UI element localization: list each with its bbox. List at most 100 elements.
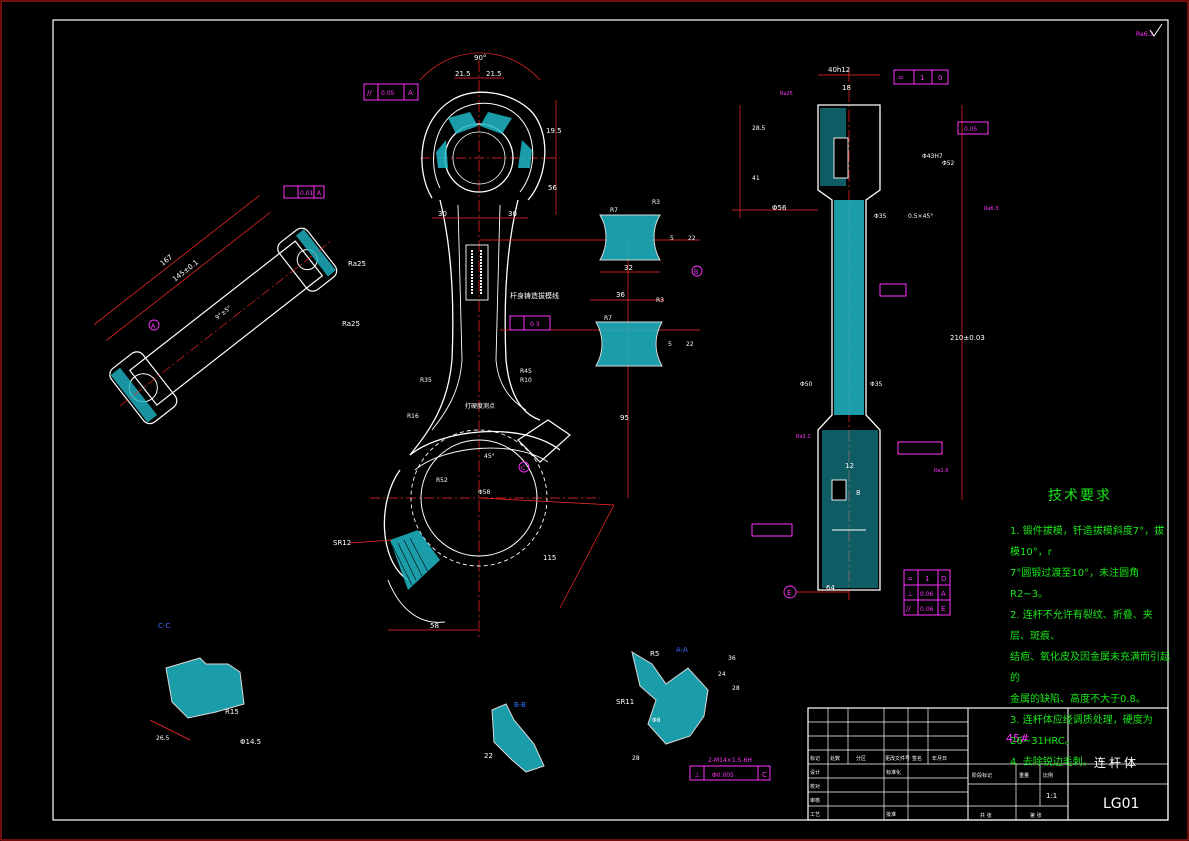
title-part-name: 连杆体 [1094,755,1139,770]
svg-text:22: 22 [688,235,696,242]
svg-text://: // [367,89,372,97]
svg-text:Ra1.6: Ra1.6 [934,468,948,474]
svg-text:A: A [408,89,413,97]
svg-text:0.01: 0.01 [300,190,314,197]
svg-text:18: 18 [842,84,851,92]
svg-text:B: B [694,269,698,276]
svg-text:32: 32 [624,264,633,272]
svg-text:45°: 45° [484,453,495,460]
svg-text:1: 1 [920,74,924,82]
svg-text:210±0.03: 210±0.03 [950,334,985,342]
big-end-outline [383,469,409,581]
technical-requirements: 技术要求 1. 锻件拔模，钎造拔模斜度7°，拔模10°，r 7°圆锻过渡至10°… [1010,485,1170,773]
svg-text:校对: 校对 [810,783,820,790]
svg-text:重量: 重量 [1019,772,1029,779]
section-b: 32 R7 R3 5 22 [599,199,696,273]
svg-text:打硬度测点: 打硬度测点 [465,402,495,410]
svg-text:R15: R15 [225,708,239,716]
svg-text:=: = [907,575,913,583]
svg-text:⊥: ⊥ [907,590,913,598]
svg-text:分区: 分区 [856,755,866,762]
svg-text:标记: 标记 [810,755,820,762]
svg-text:64: 64 [826,584,835,592]
svg-text:设计: 设计 [810,769,820,776]
svg-text:R52: R52 [436,477,448,484]
left-view-tolerance: 0.01 A [283,185,325,199]
svg-text:第 张: 第 张 [1030,812,1042,819]
svg-text:Ra3.2: Ra3.2 [796,434,810,440]
svg-text:2-M14×1.5-6H: 2-M14×1.5-6H [708,757,752,764]
title-drawing-no: LG01 [1103,796,1139,812]
svg-text:Ra6.3: Ra6.3 [984,206,998,212]
svg-text:E: E [787,589,791,597]
svg-text:R10: R10 [520,377,532,384]
svg-text:0.05: 0.05 [964,126,978,133]
svg-text:A: A [941,590,946,598]
svg-text:0.06: 0.06 [920,606,934,613]
svg-text:C-C: C-C [158,622,170,630]
flatness-tolerance-frame: 0.3 [509,315,551,331]
svg-text:=: = [898,74,904,82]
svg-text:58: 58 [430,622,439,630]
tech-req-item: 7°圆锻过渡至10°，未注圆角R2~3。 [1010,568,1140,600]
svg-text:D: D [941,575,946,583]
svg-text:R5: R5 [650,650,659,658]
svg-text:40h12: 40h12 [828,66,850,74]
svg-text:19.5: 19.5 [546,127,562,135]
svg-text:24: 24 [718,671,726,678]
side-view: 40h12 18 28.5 41 Φ56 Φ52 Φ43H7 0.5×45° Φ… [732,66,998,600]
svg-text:更改文件号: 更改文件号 [885,755,910,762]
dim-top-angle: 90° [474,54,486,62]
svg-text:0.06: 0.06 [920,591,934,598]
title-material: 45# [1006,732,1029,745]
svg-text:共 张: 共 张 [980,812,992,819]
main-view: 90° 21.5 21.5 30 30 56 19.5 95 115 58 R3… [333,52,703,640]
svg-text:21.5: 21.5 [486,70,502,78]
svg-text:E: E [941,605,945,613]
title-block: 45# 连杆体 LG01 1:1 标记 处数 分区 更改文件号 签名 年月日 设… [807,707,1169,821]
shank-outline [409,199,454,456]
svg-text:年月日: 年月日 [932,755,947,762]
svg-text:⊥: ⊥ [694,771,700,779]
svg-text:28: 28 [732,685,740,692]
svg-text:21.5: 21.5 [455,70,471,78]
svg-text:Φ52: Φ52 [942,160,955,167]
svg-text:R3: R3 [656,297,664,304]
svg-text:杆身铸造拔模线: 杆身铸造拔模线 [510,291,559,300]
svg-text:标准化: 标准化 [886,769,901,776]
svg-text:8: 8 [856,489,860,497]
svg-text:9°±5°: 9°±5° [214,304,233,321]
svg-text://: // [906,605,911,613]
svg-text:R7: R7 [604,315,612,322]
svg-text:0.3: 0.3 [530,321,540,328]
svg-text:A: A [151,323,156,330]
section-bb: B-B 22 [484,701,545,773]
svg-text:26.5: 26.5 [156,735,170,742]
svg-text:5: 5 [670,235,674,242]
svg-text:167: 167 [159,253,174,268]
tech-req-item: 2. 连杆不允许有裂纹、折叠、夹层、斑痕、 [1010,610,1153,642]
section-cc: C-C R15 Φ14.5 26.5 [149,622,261,746]
svg-text:审核: 审核 [810,797,820,804]
svg-text:36: 36 [728,655,736,662]
big-end-bore [420,439,538,557]
corner-roughness-label: Ra6.3 [1136,31,1153,38]
svg-text:Ra25: Ra25 [348,260,366,268]
tech-req-item: 4. 去除锐边毛刺。 [1010,757,1093,768]
svg-text:41: 41 [752,175,760,182]
svg-text:C: C [762,771,767,779]
svg-text:30: 30 [438,210,447,218]
svg-text:SR11: SR11 [616,698,634,706]
tech-req-item: 结疤、氧化皮及因金属未充满而引起的 [1010,652,1170,684]
parallel-tolerance-frame: // 0.05 A [363,83,419,101]
svg-text:A-A: A-A [676,646,688,654]
section-aa: A-A R5 SR11 Φ8 36 24 28 28 2-M14×1.5-6H … [616,646,771,781]
svg-text:比例: 比例 [1043,772,1053,779]
svg-text:C: C [521,465,525,472]
side-tolerance-table: = 1 D ⊥ 0.06 A // 0.06 E [903,569,951,616]
svg-text:Φ8: Φ8 [652,717,661,724]
svg-text:处数: 处数 [830,755,840,762]
svg-text:28: 28 [632,755,640,762]
svg-text:30: 30 [508,210,517,218]
